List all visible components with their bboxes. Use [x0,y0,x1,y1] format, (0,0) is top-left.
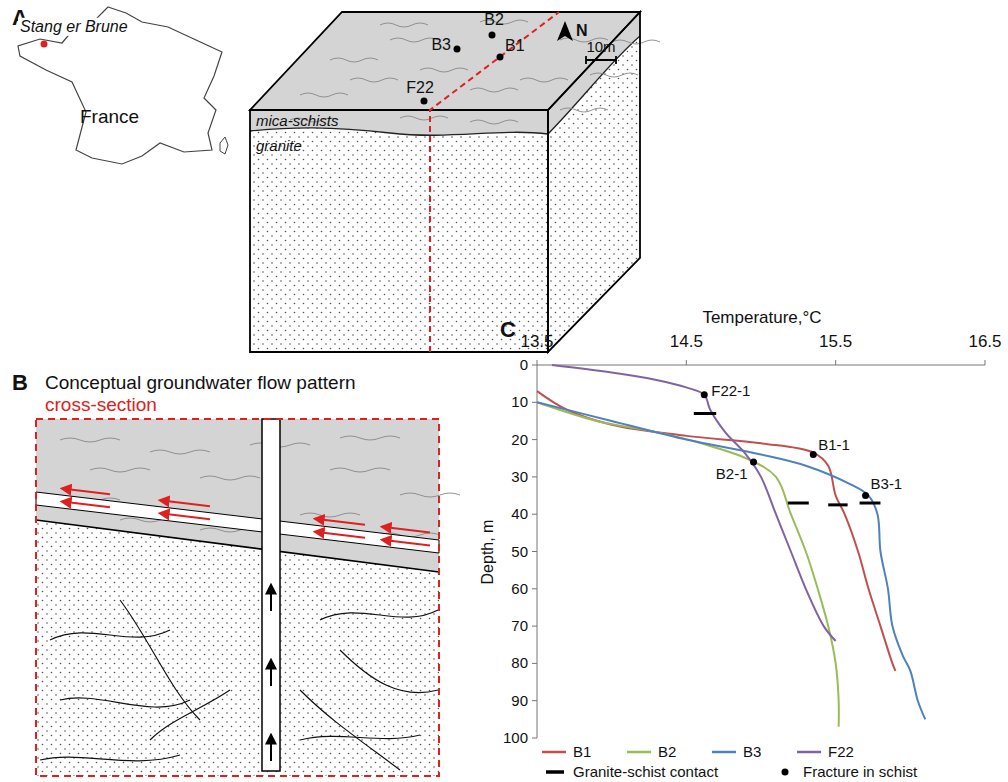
site-dot [41,41,48,48]
legend-text: F22 [828,743,854,760]
tick-label: 100 [503,729,528,746]
figure-label: Temperature,°C [702,308,821,328]
figure-label: B2 [484,11,504,29]
temperature-chart [532,360,985,738]
corsica-outline [220,137,228,154]
legend-swatch [625,744,655,760]
legend-item: B2 [625,743,676,760]
legend-text: B2 [658,743,676,760]
legend-text: Fracture in schist [803,763,917,780]
legend-swatch [770,764,800,780]
legend-item: B3 [710,743,761,760]
fracture-label: B2-1 [716,465,748,482]
figure-label: mica-schists [256,112,339,129]
tick-label: 60 [511,580,528,597]
tick-label: 13.5 [520,332,553,352]
tick-label: 80 [511,655,528,672]
legend-item: Fracture in schist [770,763,917,780]
legend-item: Granite-schist contact [540,763,718,780]
tick-label: 50 [511,543,528,560]
figure-label: N [576,22,588,40]
figure-label: Stang er Brune [18,18,130,36]
tick-label: 15.5 [819,332,852,352]
legend-text: B1 [573,743,591,760]
tick-label: 30 [511,468,528,485]
figure-label: F22 [406,79,434,97]
figure-label: B3 [431,36,451,54]
figure-label: B1 [505,37,525,55]
tick-label: 20 [511,431,528,448]
panel-letter: B [12,370,28,395]
legend-swatch [795,744,825,760]
figure-label: cross-section [45,394,157,416]
figure-label: Depth, m [479,520,497,585]
figure-label: 10m [586,38,615,55]
tick-label: 0 [520,356,528,373]
legend-text: Granite-schist contact [573,763,718,780]
legend-swatch [540,744,570,760]
fracture-label: B1-1 [818,436,850,453]
figure-label: France [80,106,139,128]
legend-item: F22 [795,743,854,760]
cross-section-art [36,419,460,776]
legend-text: B3 [743,743,761,760]
fracture-label: F22-1 [711,382,750,399]
figure-label: Conceptual groundwater flow pattern [45,372,356,394]
tick-label: 14.5 [670,332,703,352]
tick-label: 90 [511,692,528,709]
legend-swatch [710,744,740,760]
tick-label: 40 [511,506,528,523]
panel-letter: C [500,317,516,342]
tick-label: 10 [511,394,528,411]
block-diagram [250,12,660,352]
legend-swatch [540,764,570,780]
figure-label: granite [256,137,302,154]
legend-item: B1 [540,743,591,760]
tick-label: 70 [511,617,528,634]
france-outline [18,7,222,164]
fracture-label: B3-1 [871,475,903,492]
tick-label: 16.5 [968,332,1001,352]
